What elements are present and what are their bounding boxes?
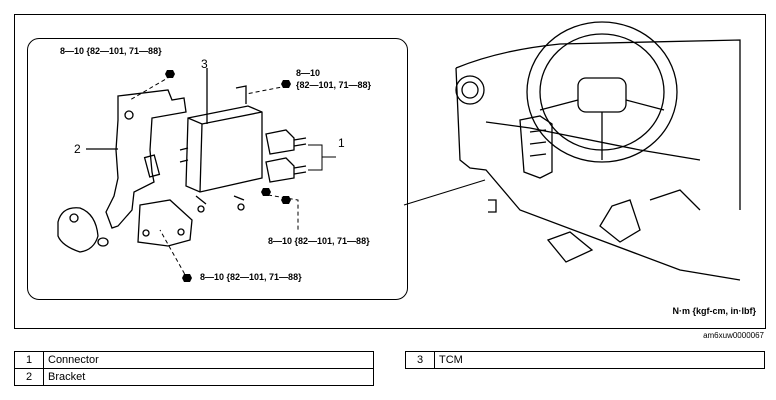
legend-number: 2 [14,368,44,386]
bolt-icon [281,80,291,88]
callout-2: 2 [74,142,81,156]
bolt-icon [182,274,192,282]
legend-label: Bracket [43,368,374,386]
torque-label-top-right-line2: {82—101, 71—88} [296,80,372,90]
tcm-drawing [185,105,263,193]
callout-3: 3 [201,57,208,71]
unit-note: N·m {kgf-cm, in·lbf} [672,306,756,316]
legend-number: 1 [14,351,44,369]
torque-label-top-left: 8—10 {82—101, 71—88} [60,46,162,56]
legend-table-right: 3 TCM [405,351,765,369]
callout-1: 1 [338,136,345,150]
legend-number: 3 [405,351,435,369]
bolt-icon [165,70,175,78]
legend-row: 3 TCM [405,351,765,369]
bracket-drawing [105,89,187,229]
detail-view-box [27,38,408,300]
side-plate-drawing [57,207,99,253]
legend-label: Connector [43,351,374,369]
legend-row: 2 Bracket [14,368,374,386]
torque-label-top-right-line1: 8—10 [296,68,321,78]
dashboard-view-drawing [455,21,741,281]
bolt-icon [281,196,291,204]
connector-lower-drawing [265,157,295,183]
legend-row: 1 Connector [14,351,374,369]
figure-frame [14,14,766,329]
torque-label-bottom: 8—10 {82—101, 71—88} [200,272,302,282]
legend-label: TCM [434,351,765,369]
torque-label-right: 8—10 {82—101, 71—88} [268,236,370,246]
figure-code: am6xuw0000067 [703,331,764,340]
legend-table-left: 1 Connector 2 Bracket [14,351,374,386]
bolt-icon [261,188,271,196]
connector-upper-drawing [265,129,295,155]
